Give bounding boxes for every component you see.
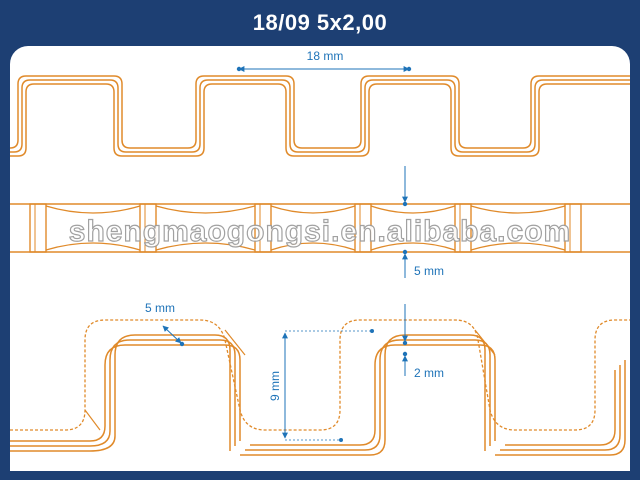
height-label: 9 mm (268, 371, 282, 401)
bottom-wave-depth-1 (224, 329, 246, 356)
band-block-3 (254, 203, 272, 253)
width-diag-label: 5 mm (145, 301, 175, 315)
width-side-label: 5 mm (414, 264, 444, 278)
band-block-5 (454, 203, 472, 253)
band-block-2 (139, 203, 157, 253)
band-pinch-bottom-4 (370, 242, 456, 251)
bottom-wave-rear-dashed (10, 319, 630, 431)
bottom-wave-strand-2 (10, 339, 621, 451)
band-pinch-bottom-5 (470, 242, 566, 251)
bottom-wave-depth-2 (474, 329, 496, 356)
top-wave-strand-3 (10, 83, 630, 157)
bottom-wave-depth-3 (84, 409, 101, 431)
bottom-wave-group (10, 319, 630, 456)
thickness-label: 2 mm (414, 366, 444, 380)
dimension-pitch: 18 mm (236, 49, 412, 72)
band-pinch-top-4 (370, 205, 456, 214)
middle-band-segments (29, 203, 582, 253)
band-block-4 (354, 203, 372, 253)
band-pinch-top-3 (270, 205, 356, 214)
middle-band (10, 203, 630, 253)
band-pinch-bottom-2 (155, 242, 256, 251)
bottom-wave-strand-1 (10, 344, 616, 446)
top-wave-strand-2 (10, 79, 630, 153)
band-pinch-top-2 (155, 205, 256, 214)
dimension-width-side: 5 mm (402, 166, 444, 278)
band-pinch-top-1 (45, 205, 141, 214)
pitch-label: 18 mm (307, 49, 344, 63)
watermark-text: shengmaogongsi.en.alibaba.com (69, 215, 571, 248)
band-pinch-top-5 (470, 205, 566, 214)
band-pinch-bottom-3 (270, 242, 356, 251)
top-wave-group (10, 75, 630, 157)
band-pinch-bottom-1 (45, 242, 141, 251)
dimension-thickness: 2 mm (402, 304, 444, 380)
dimension-height: 9 mm (268, 329, 374, 442)
dimension-width-diag: 5 mm (145, 301, 185, 347)
top-wave-strand-1 (10, 75, 630, 149)
page-title: 18/09 5x2,00 (252, 10, 388, 35)
band-block-1 (29, 203, 47, 253)
bottom-wave-strand-3 (10, 334, 626, 456)
band-block-6 (564, 203, 582, 253)
